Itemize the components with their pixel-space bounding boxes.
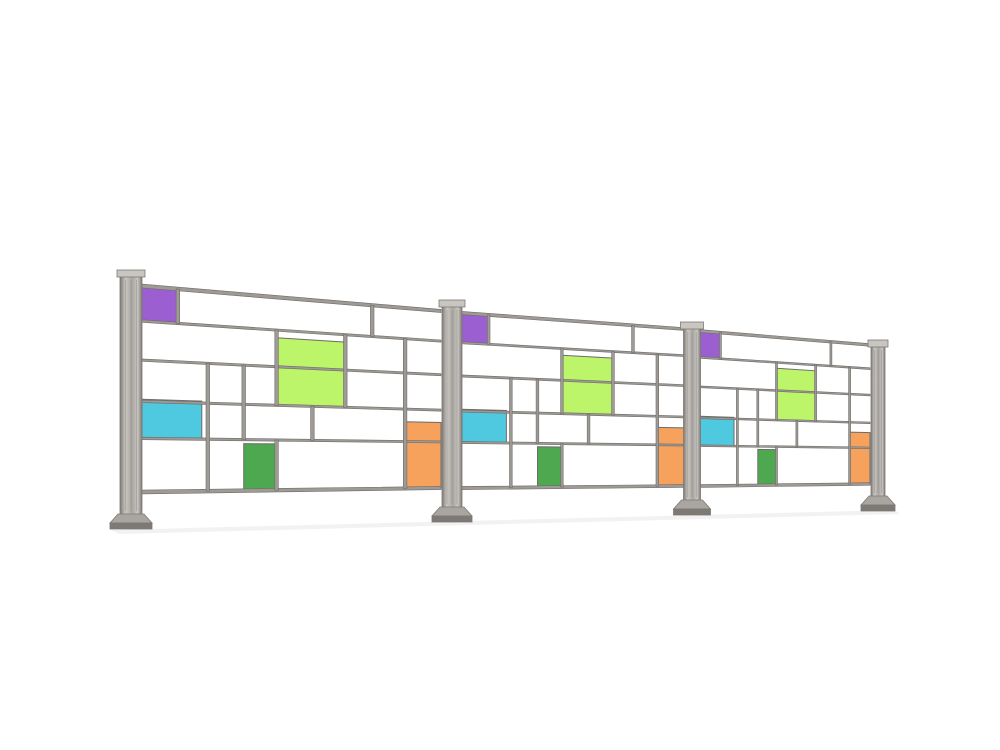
vertical-bar: [274, 329, 279, 406]
vertical-bar: [756, 389, 760, 447]
orange-pane: [656, 426, 685, 487]
fence-panel-3: [699, 329, 871, 488]
post-cap: [867, 339, 889, 348]
horizontal-rail: [141, 283, 442, 313]
vertical-bar: [370, 304, 375, 337]
purple-pane: [699, 330, 721, 360]
vertical-bar: [343, 334, 348, 408]
fence-post-3: [672, 321, 712, 516]
fence-post-2: [431, 299, 473, 523]
post-cap: [680, 321, 704, 330]
post-base: [672, 499, 712, 510]
vertical-bar: [535, 378, 540, 444]
vertical-bar: [829, 341, 833, 367]
horizontal-rail: [141, 486, 442, 495]
fence-panel-2: [461, 311, 685, 490]
horizontal-rail: [461, 311, 685, 331]
green-pane: [243, 443, 278, 492]
horizontal-rail: [461, 484, 685, 490]
vertical-bar: [205, 362, 210, 492]
cyan-pane: [699, 415, 735, 447]
lime-pane: [276, 337, 346, 408]
post-base-plate: [673, 508, 711, 516]
vertical-bar: [719, 332, 722, 360]
cyan-pane: [461, 408, 507, 444]
vertical-bar: [310, 405, 315, 441]
vertical-bar: [402, 338, 408, 489]
vertical-bar: [795, 420, 799, 448]
orange-pane: [849, 431, 871, 485]
vertical-bar: [775, 362, 778, 421]
vertical-bar: [611, 351, 615, 416]
post-cap: [438, 299, 466, 308]
vertical-bar: [274, 439, 279, 491]
horizontal-rail: [461, 341, 685, 357]
cyan-pane: [141, 398, 203, 440]
fence-panel-1: [141, 283, 442, 495]
fence-post-4: [860, 339, 896, 512]
post-base-plate: [109, 522, 153, 530]
horizontal-rail: [141, 436, 442, 444]
green-pane: [757, 448, 777, 486]
fence-post-1: [109, 269, 153, 530]
post-base-plate: [431, 515, 473, 523]
post-cap: [116, 269, 146, 278]
post-base: [431, 506, 473, 517]
vertical-bar: [241, 364, 246, 441]
vertical-bar: [736, 388, 739, 486]
horizontal-rail: [699, 444, 871, 450]
horizontal-rail: [461, 441, 685, 447]
post-base-plate: [860, 504, 896, 512]
lime-pane: [776, 367, 817, 422]
ground-shadow: [110, 510, 900, 534]
green-pane: [537, 446, 563, 488]
vertical-bar: [486, 314, 491, 345]
vertical-bar: [175, 288, 180, 324]
vertical-bar: [655, 353, 660, 487]
post-base: [109, 513, 153, 524]
vertical-bar: [814, 364, 817, 422]
horizontal-rail: [699, 329, 871, 347]
vertical-bar: [848, 366, 851, 485]
vertical-bar: [509, 377, 513, 488]
orange-pane: [404, 421, 442, 490]
vertical-bar: [586, 413, 591, 445]
vertical-bar: [560, 443, 564, 488]
vertical-bar: [560, 348, 564, 415]
horizontal-rail: [699, 356, 871, 370]
vertical-bar: [775, 446, 778, 486]
vertical-bar: [631, 324, 635, 354]
purple-pane: [461, 312, 490, 345]
horizontal-rail: [699, 482, 871, 488]
lime-pane: [561, 354, 614, 416]
post-base: [860, 495, 896, 506]
purple-pane: [141, 285, 179, 324]
